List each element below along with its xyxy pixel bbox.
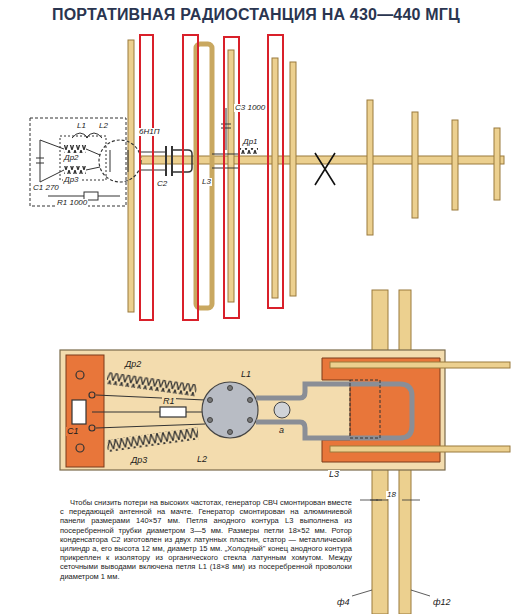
part-label: L2 <box>196 455 208 464</box>
hidden-outline <box>350 380 380 438</box>
part-label: Др2 <box>124 360 142 369</box>
wiring <box>72 371 205 452</box>
part-label: R1 1000 <box>56 199 88 207</box>
part-label: L3 <box>201 178 212 186</box>
part-label: 18 <box>386 491 397 499</box>
rod <box>330 362 510 368</box>
caption: Чтобы снизить потери на высоких частотах… <box>60 498 352 581</box>
red-marks <box>140 35 283 320</box>
anode-loop <box>256 384 412 438</box>
part-label: L3 <box>328 470 340 479</box>
part-label: Др3 <box>63 176 80 184</box>
part-label: С1 270 <box>32 184 60 192</box>
part-label: 6Н1П <box>138 128 160 136</box>
page-title: ПОРТАТИВНАЯ РАДИОСТАНЦИЯ НА 430—440 МГЦ <box>0 6 512 24</box>
tube-pins <box>208 386 253 435</box>
part-label: ф4 <box>336 598 351 607</box>
stator-cylinder <box>274 402 290 418</box>
part-label: С2 <box>156 180 168 188</box>
part-label: R1 <box>162 397 176 406</box>
part-label: С3 1000 <box>234 104 266 112</box>
part-label: ф12 <box>432 598 452 607</box>
part-label: С1 <box>66 427 80 436</box>
part-label: Др1 <box>242 138 259 146</box>
part-label: а <box>278 426 285 435</box>
part-label: Др2 <box>63 154 80 162</box>
part-label: L1 <box>240 370 252 379</box>
part-label: L1 <box>76 122 87 130</box>
tube-socket <box>202 382 258 438</box>
rod <box>330 446 510 452</box>
cross-mark <box>315 153 335 185</box>
part-label: L2 <box>98 122 109 130</box>
dimension <box>352 500 430 596</box>
part-label: Др3 <box>130 456 148 465</box>
insulator <box>66 355 104 467</box>
